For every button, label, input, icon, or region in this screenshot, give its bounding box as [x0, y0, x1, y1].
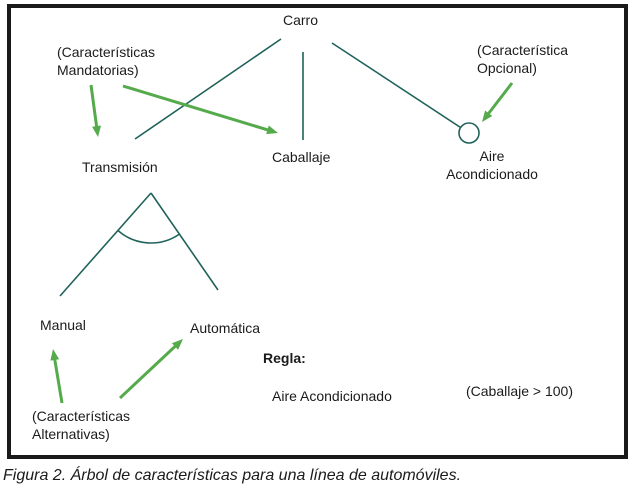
annotation-mandatorias: (Características Mandatorias): [57, 43, 155, 79]
diagram-border: [7, 4, 628, 459]
node-transmision: Transmisión: [82, 159, 158, 175]
node-carro: Carro: [283, 12, 319, 28]
node-aire-line1: Aire: [479, 148, 505, 164]
annotation-alternativas-line2: Alternativas): [32, 426, 110, 442]
rule-heading: Regla:: [263, 350, 306, 366]
annotation-mandatorias-line2: Mandatorias): [57, 62, 139, 78]
annotation-opcional-line2: Opcional): [477, 60, 537, 76]
annotation-mandatorias-line1: (Características: [57, 44, 156, 60]
rule-antecedent: Aire Acondicionado: [272, 388, 392, 404]
annotation-alternativas-line1: (Características: [32, 408, 131, 424]
annotation-opcional: (Característica Opcional): [477, 41, 568, 77]
node-manual: Manual: [40, 317, 86, 333]
rule-consequent: (Caballaje > 100): [466, 383, 574, 399]
node-caballaje: Caballaje: [272, 149, 331, 165]
annotation-opcional-line1: (Característica: [477, 42, 569, 58]
node-aire-acondicionado: Aire Acondicionado: [432, 147, 552, 183]
annotation-alternativas: (Características Alternativas): [32, 407, 130, 443]
figure-caption: Figura 2. Árbol de características para …: [3, 467, 462, 484]
node-aire-line2: Acondicionado: [446, 166, 538, 182]
node-automatica: Automática: [190, 320, 261, 336]
